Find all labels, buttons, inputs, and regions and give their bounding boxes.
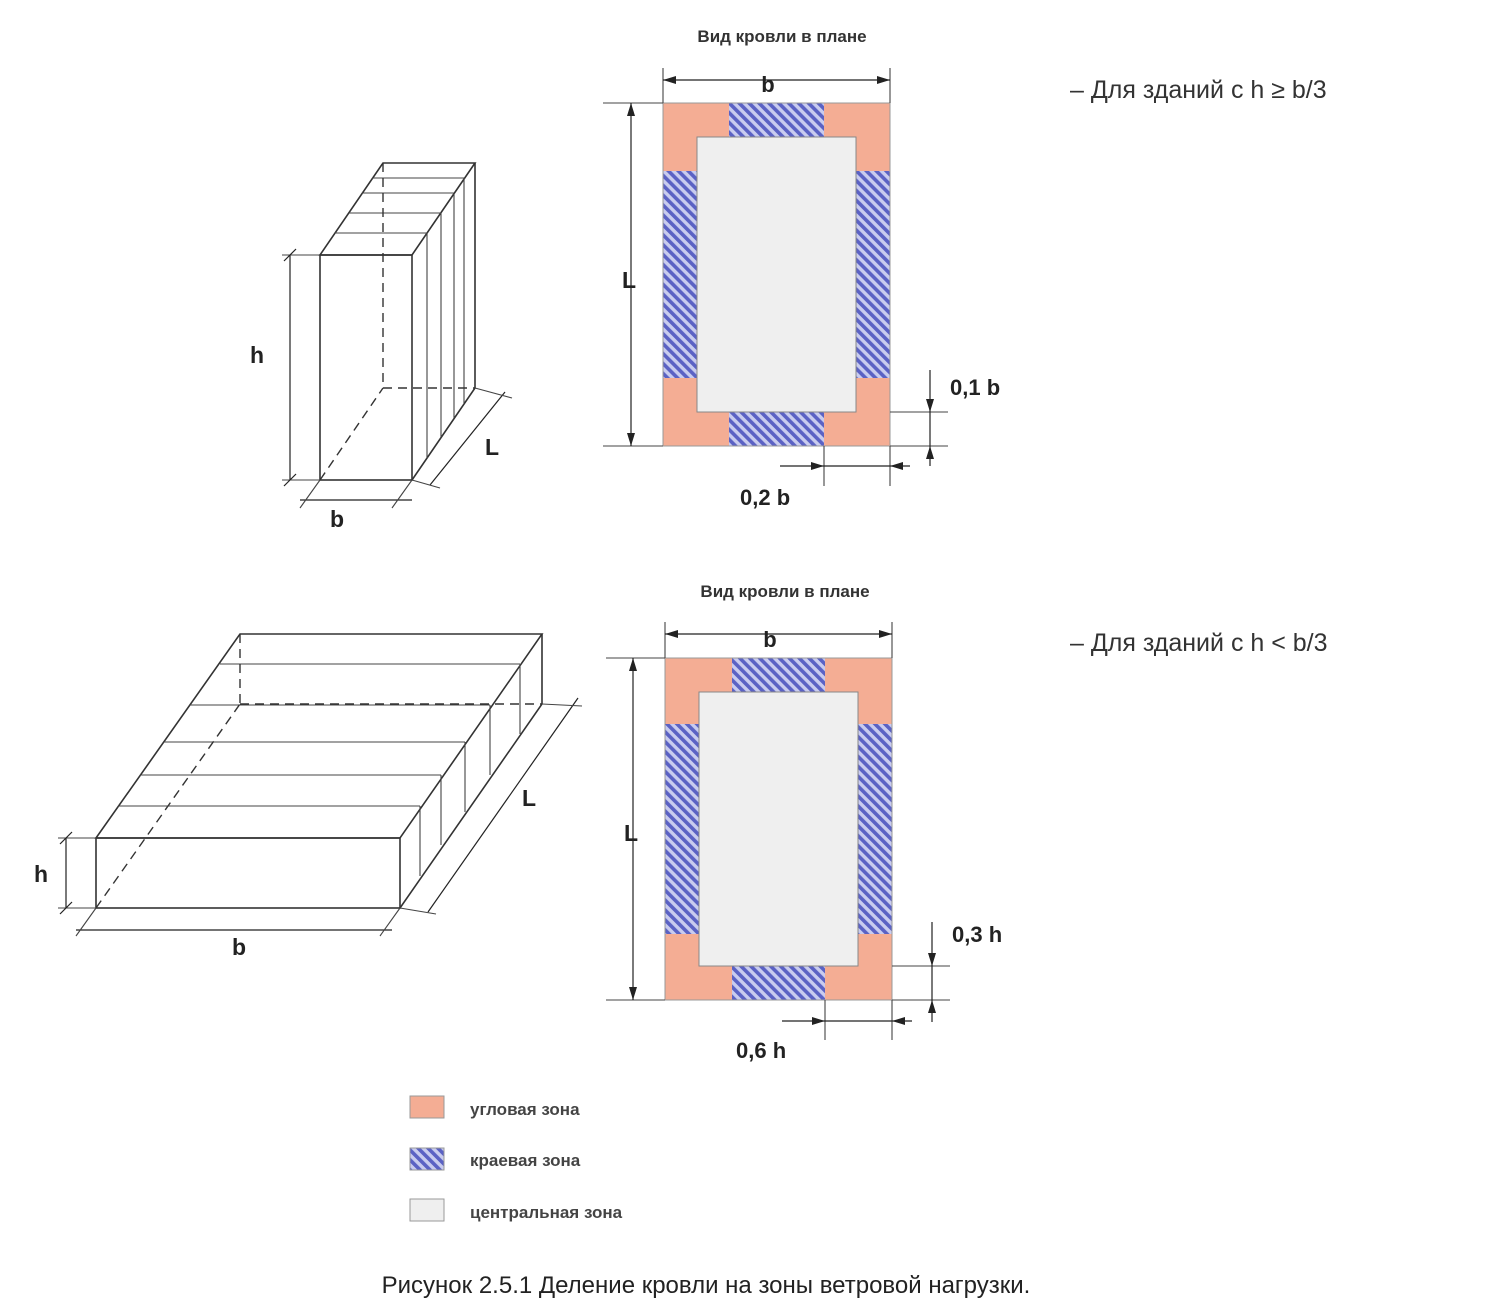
bottom-edge-zone-top: [732, 658, 825, 692]
top-roof-plan: [603, 68, 948, 486]
top-plan-b-label: b: [761, 72, 774, 97]
top-building-3d: [282, 162, 513, 509]
top-edge-zone-left: [663, 171, 697, 378]
top-edge-zone-right: [856, 171, 890, 378]
top-plan-title: Вид кровли в плане: [697, 27, 866, 46]
bottom-edge-zone-bottom: [732, 966, 825, 1000]
bottom-dim-horizontal: 0,6 h: [736, 1038, 786, 1063]
top-edge-zone-bottom: [729, 412, 824, 446]
legend-swatch-center: [409, 1198, 445, 1222]
top-condition: – Для зданий с h ≥ b/3: [1070, 76, 1327, 104]
top-dim-horizontal: 0,2 b: [740, 485, 790, 510]
bottom-edge-zone-left: [665, 724, 699, 934]
top-center-zone: [696, 136, 857, 413]
top-label-b: b: [330, 506, 344, 532]
bottom-label-h: h: [34, 861, 48, 887]
top-plan-L-label: L: [622, 267, 636, 293]
bottom-label-b: b: [232, 934, 246, 960]
legend-label-corner: угловая зона: [470, 1100, 580, 1119]
top-label-h: h: [250, 342, 264, 368]
legend-label-center: центральная зона: [470, 1203, 623, 1222]
figure-caption: Рисунок 2.5.1 Деление кровли на зоны вет…: [382, 1272, 1031, 1299]
legend-label-edge: краевая зона: [470, 1151, 581, 1170]
bottom-building-3d: [58, 633, 583, 937]
bottom-edge-zone-right: [858, 724, 892, 934]
bottom-label-L: L: [522, 785, 536, 811]
bottom-plan-L-label: L: [624, 820, 638, 846]
bottom-plan-title: Вид кровли в плане: [700, 582, 869, 601]
bottom-plan-b-label: b: [763, 627, 776, 652]
legend: угловая зона краевая зона центральная зо…: [409, 1095, 623, 1222]
bottom-condition: – Для зданий с h < b/3: [1070, 629, 1328, 657]
bottom-dim-vertical: 0,3 h: [952, 922, 1002, 947]
bottom-roof-plan: [606, 622, 950, 1040]
top-edge-zone-top: [729, 103, 824, 137]
top-dim-vertical: 0,1 b: [950, 375, 1000, 400]
top-label-L: L: [485, 434, 499, 460]
legend-swatch-edge: [409, 1147, 445, 1171]
bottom-center-zone: [698, 691, 859, 967]
legend-swatch-corner: [409, 1095, 445, 1119]
